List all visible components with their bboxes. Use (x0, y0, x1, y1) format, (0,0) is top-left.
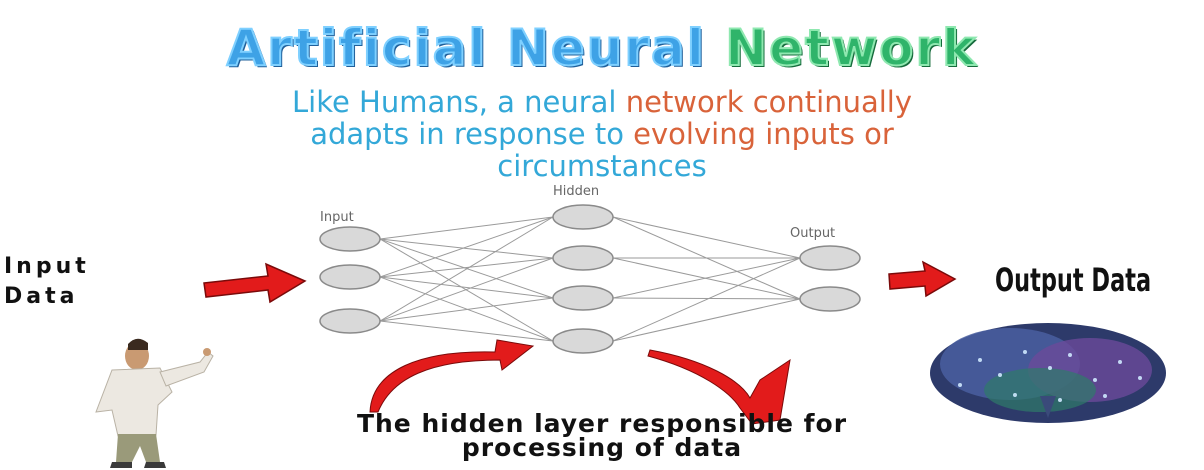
hidden-caption-line-1: The hidden layer responsible for (356, 409, 848, 438)
edge-input-1-hidden-1 (379, 257, 554, 278)
network-connections (379, 216, 801, 342)
edge-hidden-2-output-1 (612, 297, 801, 300)
edge-input-0-hidden-1 (379, 238, 554, 259)
curved-arrow-down (647, 349, 791, 425)
subtitle-line-1: Like Humans, a neural network continuall… (0, 86, 1204, 118)
subtitle-seg-4: evolving inputs or (633, 117, 894, 151)
subtitle-seg-5: circumstances (497, 149, 707, 183)
edge-hidden-3-output-0 (612, 257, 801, 342)
subtitle-seg-3: adapts in response to (310, 117, 634, 151)
output-data-label: Output Data (995, 261, 1152, 299)
edge-input-2-hidden-1 (379, 257, 554, 322)
title-word-artificial: Artificial (226, 18, 488, 78)
hidden-node-3 (552, 328, 614, 354)
input-data-label: Input Data (4, 252, 90, 312)
edge-input-2-hidden-2 (379, 297, 554, 322)
input-node-1 (319, 264, 381, 290)
input-arrow (203, 262, 307, 304)
hidden-layer-label: Hidden (553, 184, 599, 199)
input-node-2 (319, 308, 381, 334)
hidden-node-0 (552, 204, 614, 230)
hidden-node-2 (552, 285, 614, 311)
edge-hidden-3-output-1 (612, 298, 801, 342)
network-nodes (319, 204, 861, 354)
input-layer-label: Input (320, 210, 354, 225)
edge-input-1-hidden-2 (379, 276, 554, 299)
hidden-caption-line-2: processing of data (461, 433, 743, 462)
curved-arrow-up (369, 339, 535, 413)
subtitle-line-2: adapts in response to evolving inputs or (0, 118, 1204, 150)
output-layer-label: Output (790, 226, 835, 241)
title-word-neural: Neural (506, 18, 706, 78)
title-word-network: Network (724, 18, 978, 78)
subtitle-line-3: circumstances (0, 150, 1204, 182)
brain-illustration (930, 323, 1166, 423)
edge-input-0-hidden-0 (379, 216, 554, 240)
hidden-node-1 (552, 245, 614, 271)
edge-hidden-2-output-0 (612, 257, 801, 299)
input-node-0 (319, 226, 381, 252)
input-data-line-2: Data (4, 284, 79, 309)
subtitle-seg-2: network continually (625, 85, 913, 119)
person-illustration (95, 338, 214, 468)
edge-input-2-hidden-0 (379, 216, 554, 322)
output-arrow (888, 260, 957, 298)
subtitle: Like Humans, a neural network continuall… (0, 86, 1204, 182)
edge-input-2-hidden-3 (379, 320, 554, 342)
page-title: Artificial Neural Network (0, 18, 1204, 78)
output-node-1 (799, 286, 861, 312)
subtitle-seg-1: Like Humans, a neural (291, 85, 626, 119)
hidden-layer-caption: The hidden layer responsible for process… (0, 409, 1204, 462)
output-node-0 (799, 245, 861, 271)
edge-hidden-0-output-0 (612, 216, 801, 259)
input-data-line-1: Input (4, 254, 90, 279)
edge-input-1-hidden-0 (379, 216, 554, 278)
